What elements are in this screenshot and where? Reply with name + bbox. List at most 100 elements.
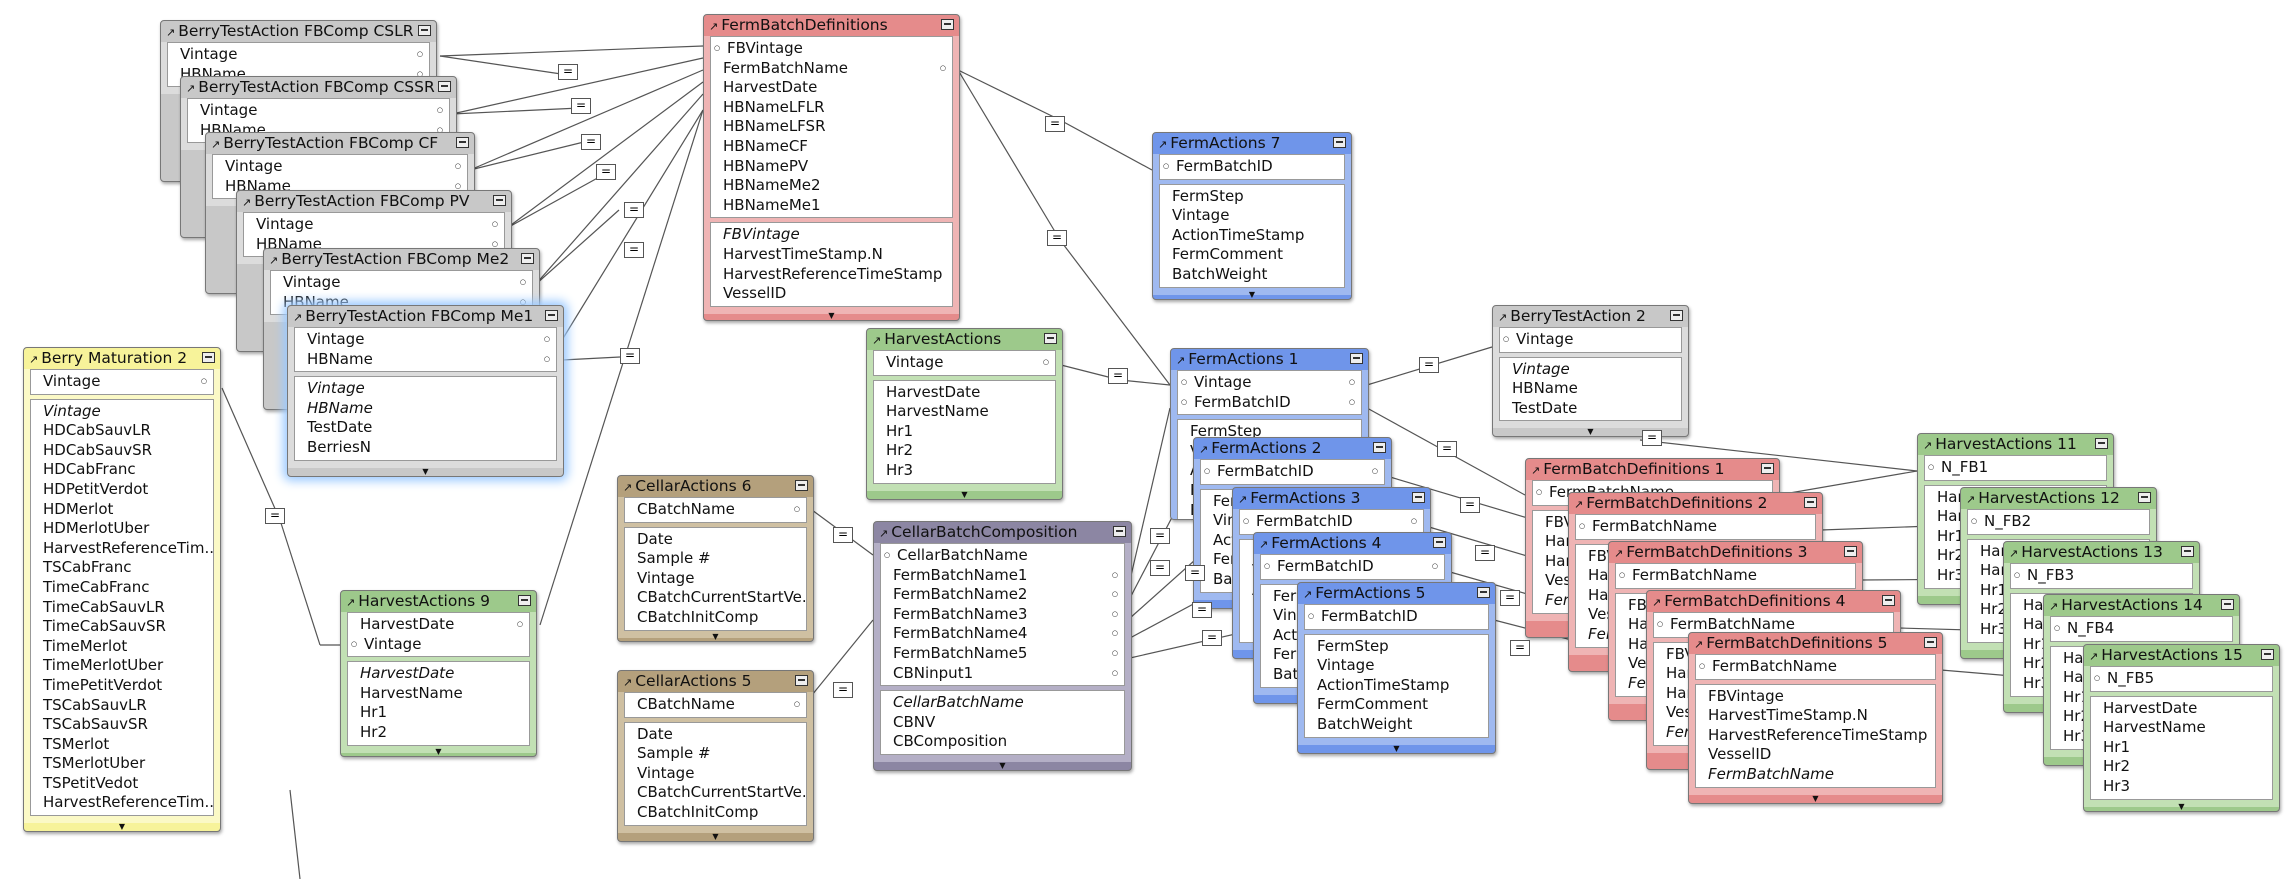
field-tsmerlotuber[interactable]: TSMerlotUber bbox=[43, 754, 146, 773]
field-n-fb4[interactable]: N_FB4 bbox=[2051, 619, 2232, 639]
collapse-menu-icon[interactable] bbox=[418, 25, 431, 36]
field-fermbatchname4[interactable]: FermBatchName4 bbox=[881, 624, 1124, 644]
field-vintage[interactable]: Vintage bbox=[43, 401, 101, 420]
field-vintage[interactable]: Vintage bbox=[637, 568, 695, 587]
field-hbnamelflr[interactable]: HBNameLFLR bbox=[723, 97, 825, 116]
field-harvestreferencetimestamp[interactable]: HarvestReferenceTimeStamp bbox=[723, 264, 943, 283]
field-vintage[interactable]: Vintage bbox=[295, 330, 556, 350]
relationship-operator[interactable]: = bbox=[596, 164, 616, 180]
field-fermcomment[interactable]: FermComment bbox=[1317, 695, 1429, 714]
collapse-menu-icon[interactable] bbox=[202, 352, 215, 363]
field-vintage[interactable]: Vintage bbox=[213, 157, 467, 177]
field-fermbatchname[interactable]: FermBatchName bbox=[1576, 517, 1815, 537]
field-hr3[interactable]: Hr3 bbox=[2103, 776, 2130, 795]
field-hr1[interactable]: Hr1 bbox=[2103, 737, 2130, 756]
field-fermbatchname2[interactable]: FermBatchName2 bbox=[881, 585, 1124, 605]
table-occurrence-cellaractions-5[interactable]: ↗CellarActions 5CBatchNameDateSample #Vi… bbox=[617, 670, 814, 842]
collapse-menu-icon[interactable] bbox=[2138, 492, 2151, 503]
relationship-operator[interactable]: = bbox=[1150, 528, 1170, 544]
relationship-operator[interactable]: = bbox=[1192, 602, 1212, 618]
field-fermbatchid[interactable]: FermBatchID bbox=[1240, 512, 1423, 532]
field-cbcomposition[interactable]: CBComposition bbox=[893, 732, 1008, 751]
field-harvestreferencetimestamp[interactable]: HarvestReferenceTimeStamp bbox=[1708, 725, 1928, 744]
expand-arrow-icon[interactable]: ▼ bbox=[2178, 802, 2185, 811]
relationship-operator[interactable]: = bbox=[1045, 116, 1065, 132]
field-fermbatchid[interactable]: FermBatchID bbox=[1305, 607, 1488, 627]
table-occurrence-fermbatchdefinitions[interactable]: ↗FermBatchDefinitionsFBVintageFermBatchN… bbox=[703, 14, 960, 321]
field-vesselid[interactable]: VesselID bbox=[1708, 745, 1772, 764]
field-tscabsauvsr[interactable]: TSCabSauvSR bbox=[43, 715, 148, 734]
field-hr2[interactable]: Hr2 bbox=[886, 441, 913, 460]
table-header[interactable]: ↗FermBatchDefinitions 5 bbox=[1689, 633, 1942, 654]
table-occurrence-fermactions-7[interactable]: ↗FermActions 7FermBatchIDFermStepVintage… bbox=[1152, 132, 1352, 300]
field-batchweight[interactable]: BatchWeight bbox=[1172, 264, 1268, 283]
table-header[interactable]: ↗FermActions 4 bbox=[1254, 533, 1451, 554]
field-cbatchcurrentstartve[interactable]: CBatchCurrentStartVe... bbox=[637, 783, 806, 802]
field-harvestreferencetim[interactable]: HarvestReferenceTim... bbox=[43, 793, 213, 812]
field-vintage[interactable]: Vintage bbox=[637, 763, 695, 782]
field-actiontimestamp[interactable]: ActionTimeStamp bbox=[1317, 675, 1450, 694]
field-n-fb1[interactable]: N_FB1 bbox=[1925, 458, 2106, 478]
field-actiontimestamp[interactable]: ActionTimeStamp bbox=[1172, 225, 1305, 244]
field-hbname[interactable]: HBName bbox=[1512, 379, 1578, 398]
table-header[interactable]: ↗HarvestActions 12 bbox=[1961, 488, 2156, 509]
table-header[interactable]: ↗BerryTestAction FBComp Me2 bbox=[264, 249, 539, 270]
relationship-operator[interactable]: = bbox=[833, 527, 853, 543]
table-header[interactable]: ↗HarvestActions 15 bbox=[2084, 645, 2279, 666]
field-fermbatchid[interactable]: FermBatchID bbox=[1160, 157, 1344, 177]
table-occurrence-harvestactions-15[interactable]: ↗HarvestActions 15N_FB5HarvestDateHarves… bbox=[2083, 644, 2280, 812]
field-hr3[interactable]: Hr3 bbox=[1980, 619, 2007, 638]
table-header[interactable]: ↗BerryTestAction FBComp Me1 bbox=[288, 306, 563, 327]
collapse-menu-icon[interactable] bbox=[493, 195, 506, 206]
relationship-operator[interactable]: = bbox=[1150, 560, 1170, 576]
collapse-menu-icon[interactable] bbox=[1373, 442, 1386, 453]
relationship-operator[interactable]: = bbox=[833, 682, 853, 698]
table-occurrence-fermactions-5[interactable]: ↗FermActions 5FermBatchIDFermStepVintage… bbox=[1297, 582, 1496, 754]
field-hbnameme1[interactable]: HBNameMe1 bbox=[723, 195, 821, 214]
field-fermbatchid[interactable]: FermBatchID bbox=[1261, 557, 1444, 577]
field-n-fb2[interactable]: N_FB2 bbox=[1968, 512, 2149, 532]
relationship-operator[interactable]: = bbox=[571, 98, 591, 114]
collapse-menu-icon[interactable] bbox=[1882, 595, 1895, 606]
field-vintage[interactable]: Vintage bbox=[307, 379, 365, 398]
table-header[interactable]: ↗BerryTestAction FBComp CSSR bbox=[181, 77, 456, 98]
field-timecabfranc[interactable]: TimeCabFranc bbox=[43, 577, 150, 596]
field-sample[interactable]: Sample # bbox=[637, 549, 711, 568]
collapse-menu-icon[interactable] bbox=[2181, 546, 2194, 557]
expand-arrow-icon[interactable]: ▼ bbox=[422, 467, 429, 476]
field-fermstep[interactable]: FermStep bbox=[1190, 422, 1262, 441]
field-vintage[interactable]: Vintage bbox=[271, 273, 532, 293]
table-header[interactable]: ↗FermActions 5 bbox=[1298, 583, 1495, 604]
field-hr2[interactable]: Hr2 bbox=[1937, 546, 1964, 565]
table-header[interactable]: ↗BerryTestAction 2 bbox=[1493, 306, 1688, 327]
field-hbnamecf[interactable]: HBNameCF bbox=[723, 136, 808, 155]
collapse-menu-icon[interactable] bbox=[438, 81, 451, 92]
field-fermcomment[interactable]: FermComment bbox=[1172, 245, 1284, 264]
collapse-menu-icon[interactable] bbox=[1044, 333, 1057, 344]
collapse-menu-icon[interactable] bbox=[456, 137, 469, 148]
table-header[interactable]: ↗FermActions 7 bbox=[1153, 133, 1351, 154]
table-header[interactable]: ↗FermBatchDefinitions 1 bbox=[1526, 459, 1779, 480]
field-timemerlotuber[interactable]: TimeMerlotUber bbox=[43, 656, 164, 675]
field-hbnamelfsr[interactable]: HBNameLFSR bbox=[723, 117, 826, 136]
relationship-operator[interactable]: = bbox=[1500, 590, 1520, 606]
field-cbninput1[interactable]: CBNinput1 bbox=[881, 664, 1124, 684]
field-harvestdate[interactable]: HarvestDate bbox=[723, 78, 818, 97]
table-header[interactable]: ↗HarvestActions bbox=[867, 329, 1062, 350]
table-header[interactable]: ↗BerryTestAction FBComp CSLR bbox=[161, 21, 436, 42]
collapse-menu-icon[interactable] bbox=[1924, 637, 1937, 648]
field-harvesttimestamp-n[interactable]: HarvestTimeStamp.N bbox=[1708, 706, 1868, 725]
table-header[interactable]: ↗HarvestActions 13 bbox=[2004, 542, 2199, 563]
field-harvestdate[interactable]: HarvestDate bbox=[360, 664, 455, 683]
relationship-operator[interactable]: = bbox=[1475, 545, 1495, 561]
field-timepetitverdot[interactable]: TimePetitVerdot bbox=[43, 675, 163, 694]
field-sample[interactable]: Sample # bbox=[637, 744, 711, 763]
relationship-operator[interactable]: = bbox=[1460, 497, 1480, 513]
field-vintage[interactable]: Vintage bbox=[1512, 359, 1570, 378]
table-header[interactable]: ↗CellarActions 5 bbox=[618, 671, 813, 692]
field-harvestdate[interactable]: HarvestDate bbox=[2103, 698, 2198, 717]
table-occurrence-berrytestaction-2[interactable]: ↗BerryTestAction 2VintageVintageHBNameTe… bbox=[1492, 305, 1689, 437]
field-date[interactable]: Date bbox=[637, 529, 673, 548]
field-hr2[interactable]: Hr2 bbox=[2103, 757, 2130, 776]
